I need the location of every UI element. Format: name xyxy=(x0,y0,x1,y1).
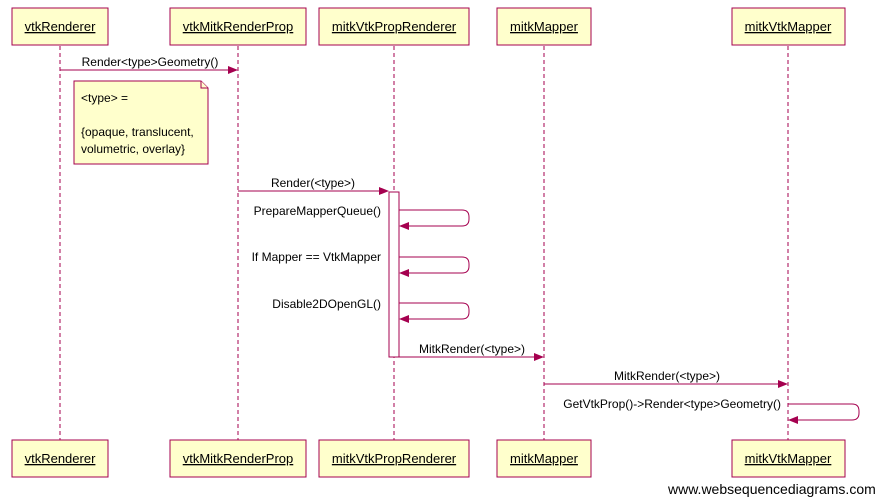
participant-bottom-mitkmapper: mitkMapper xyxy=(496,439,592,478)
message-mitkrender-to-vtkmapper: MitkRender(<type>) xyxy=(544,369,788,388)
message-render-geometry: Render<type>Geometry() xyxy=(60,55,238,74)
participant-label: mitkMapper xyxy=(510,451,579,466)
message-label: Disable2DOpenGL() xyxy=(272,297,381,311)
note-line: <type> = xyxy=(81,91,128,105)
message-label: GetVtkProp()->Render<type>Geometry() xyxy=(563,397,781,411)
message-mitkrender-to-mapper: MitkRender(<type>) xyxy=(399,342,544,361)
participant-top-mitkvtkproprenderer: mitkVtkPropRenderer xyxy=(318,7,470,46)
activation-bar xyxy=(388,191,400,358)
participant-label: mitkVtkMapper xyxy=(745,19,832,34)
participant-top-mitkmapper: mitkMapper xyxy=(496,7,592,46)
message-label: If Mapper == VtkMapper xyxy=(252,250,381,264)
participant-label: vtkMitkRenderProp xyxy=(183,19,294,34)
note-line: {opaque, translucent, xyxy=(81,125,194,139)
watermark: www.websequencediagrams.com xyxy=(668,481,876,497)
participant-label: mitkVtkPropRenderer xyxy=(332,451,457,466)
message-label: Render<type>Geometry() xyxy=(82,55,219,69)
participant-bottom-mitkvtkmapper: mitkVtkMapper xyxy=(731,439,846,478)
message-label: PrepareMapperQueue() xyxy=(254,204,381,218)
message-label: MitkRender(<type>) xyxy=(419,342,525,356)
message-prepare-mapper-queue: PrepareMapperQueue() xyxy=(254,204,470,230)
message-if-mapper: If Mapper == VtkMapper xyxy=(252,250,470,277)
message-disable-2d-opengl: Disable2DOpenGL() xyxy=(272,297,470,323)
participant-label: mitkVtkMapper xyxy=(745,451,832,466)
message-label: Render(<type>) xyxy=(271,176,355,190)
participant-label: vtkRenderer xyxy=(25,451,96,466)
participant-label: vtkRenderer xyxy=(25,19,96,34)
participant-bottom-vtkrenderer: vtkRenderer xyxy=(11,439,109,478)
participant-bottom-vtkmitkrenderprop: vtkMitkRenderProp xyxy=(169,439,307,478)
type-note: <type> = {opaque, translucent, volumetri… xyxy=(73,80,209,165)
participant-top-vtkmitkrenderprop: vtkMitkRenderProp xyxy=(169,7,307,46)
note-line: volumetric, overlay} xyxy=(81,142,185,156)
participant-label: mitkMapper xyxy=(510,19,579,34)
message-getvtkprop-render: GetVtkProp()->Render<type>Geometry() xyxy=(563,397,860,424)
participant-label: mitkVtkPropRenderer xyxy=(332,19,457,34)
participant-top-vtkrenderer: vtkRenderer xyxy=(11,7,109,46)
message-render-type: Render(<type>) xyxy=(238,176,389,195)
participant-top-mitkvtkmapper: mitkVtkMapper xyxy=(731,7,846,46)
participant-label: vtkMitkRenderProp xyxy=(183,451,294,466)
message-label: MitkRender(<type>) xyxy=(614,369,720,383)
participant-bottom-mitkvtkproprenderer: mitkVtkPropRenderer xyxy=(318,439,470,478)
